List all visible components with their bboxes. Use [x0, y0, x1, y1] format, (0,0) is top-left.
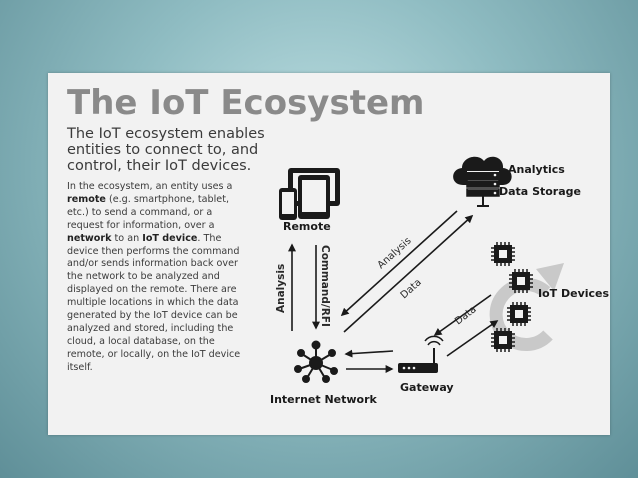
- internet-network-label: Internet Network: [270, 393, 378, 406]
- arrow-devices-to-gateway: [433, 294, 492, 336]
- devices-icon: [279, 168, 340, 220]
- slide-card: The IoT Ecosystem The IoT ecosystem enab…: [48, 73, 610, 435]
- body-bold-remote: remote: [67, 193, 106, 205]
- gateway-label: Gateway: [400, 381, 454, 394]
- slide-subtitle: The IoT ecosystem enables entities to co…: [67, 126, 265, 174]
- analysis-vertical-label: Analysis: [275, 264, 287, 313]
- cloud-server-icon: [453, 156, 512, 207]
- body-bold-iot-device: IoT device: [142, 232, 198, 244]
- remote-label: Remote: [283, 220, 331, 233]
- chip-icon: [491, 328, 515, 352]
- chip-icon: [509, 269, 533, 293]
- body-text-1: In the ecosystem, an entity uses a: [67, 181, 233, 192]
- body-text-3: to an: [111, 232, 143, 244]
- body-paragraph: In the ecosystem, an entity uses a remot…: [67, 181, 242, 375]
- body-text-2: (e.g. smartphone, tablet, etc.) to send …: [67, 193, 230, 231]
- command-rfi-label: Command/RFI: [319, 245, 331, 327]
- data-diagonal-label: Data: [399, 277, 424, 301]
- slide-title: The IoT Ecosystem: [67, 83, 425, 123]
- arrows: [288, 210, 499, 373]
- data-storage-label: Data Storage: [499, 185, 581, 198]
- chip-icon: [507, 302, 531, 326]
- chip-icon: [491, 242, 515, 266]
- iot-devices-label: IoT Devices: [538, 287, 609, 300]
- iot-diagram: Remote Analytics Data Storage: [270, 156, 609, 406]
- analysis-diagonal-label: Analysis: [376, 235, 414, 271]
- body-bold-network: network: [67, 232, 112, 244]
- arrow-gateway-to-devices: [446, 320, 499, 357]
- analytics-label: Analytics: [508, 163, 565, 176]
- arrow-data-diagonal: [343, 214, 474, 333]
- network-hub-icon: [294, 340, 338, 383]
- arrow-analysis-diagonal: [340, 210, 458, 317]
- body-text-4: . The device then performs the command a…: [67, 232, 241, 373]
- router-icon: [398, 335, 444, 373]
- arrow-gateway-to-network: [344, 349, 394, 358]
